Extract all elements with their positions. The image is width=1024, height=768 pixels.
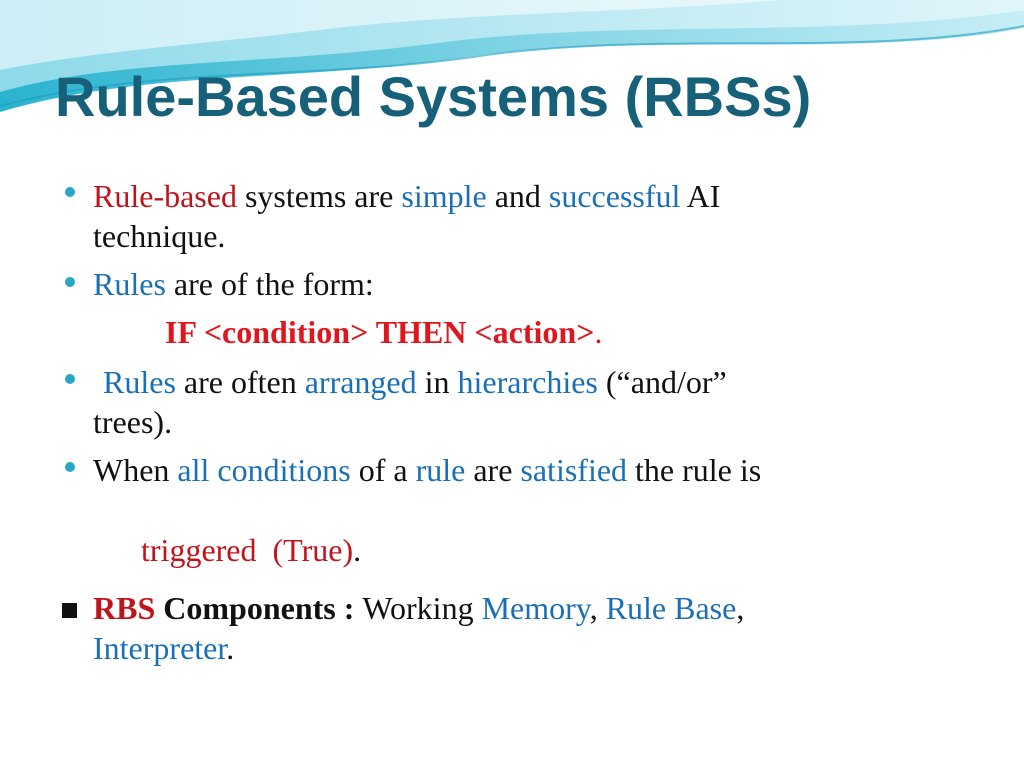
- bullet-4-line-1: When all conditions of a rule are satisf…: [93, 452, 762, 488]
- square-bullet-icon: [62, 603, 77, 618]
- bullet-1-line-1: Rule-based systems are simple and succes…: [93, 178, 721, 214]
- bullet-icon: [65, 374, 75, 384]
- bullet-2-line-1: Rules are of the form:: [93, 266, 374, 302]
- slide-title: Rule-Based Systems (RBSs): [55, 65, 812, 128]
- rule-form-line: IF <condition> THEN <action>.: [165, 314, 603, 350]
- bullet-icon: [65, 462, 75, 472]
- bullet-3-line-1: Rules are often arranged in hierarchies …: [103, 364, 727, 400]
- bullet-4-line-2: triggered (True).: [141, 532, 362, 568]
- bullet-icon: [65, 187, 75, 197]
- components-line-1: RBS Components : Working Memory, Rule Ba…: [93, 590, 745, 626]
- header-wave-decoration: [0, 0, 1024, 112]
- bullet-1-line-2: technique.: [93, 218, 226, 254]
- bullet-icon: [65, 277, 75, 287]
- bullet-3-line-2: trees).: [93, 404, 173, 440]
- components-line-2: Interpreter.: [93, 630, 235, 666]
